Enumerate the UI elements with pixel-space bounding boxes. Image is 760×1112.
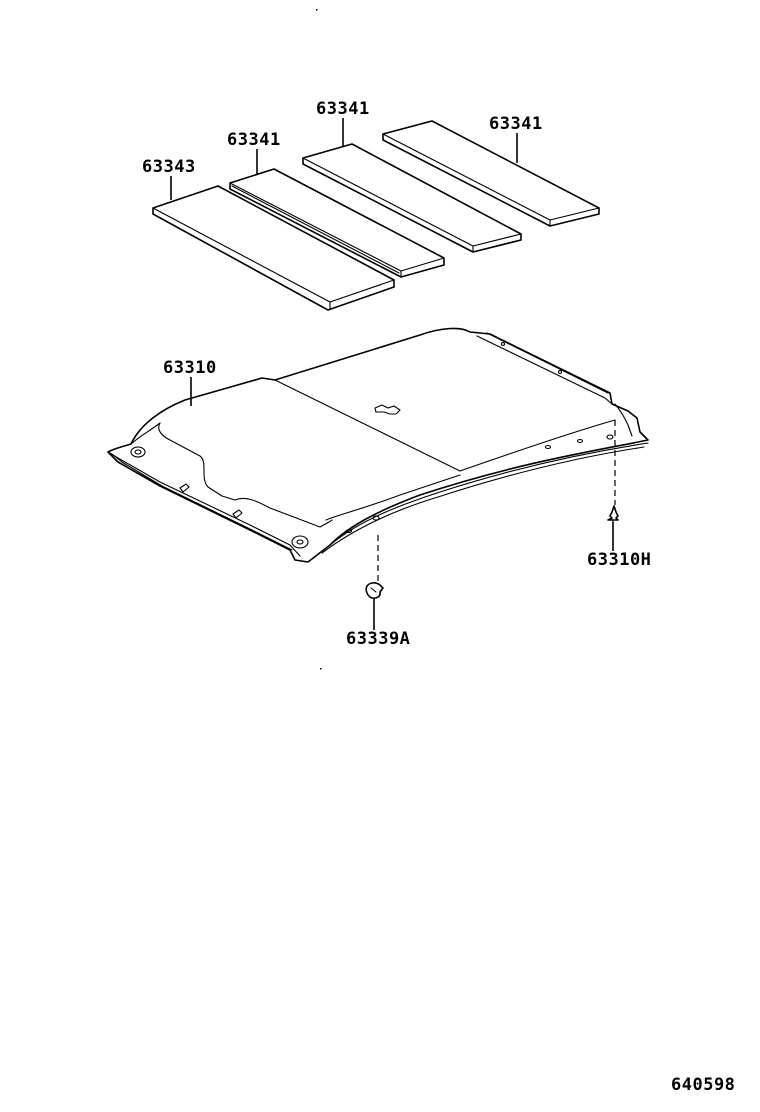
part-label-63310[interactable]: 63310 <box>163 358 217 378</box>
part-label-63341-rear[interactable]: 63341 <box>489 114 543 134</box>
clip-63310H-icon[interactable] <box>607 505 619 525</box>
silencer-pad-63341-2[interactable] <box>229 168 445 278</box>
clip-63339A-icon[interactable] <box>365 582 384 599</box>
part-label-63341-3[interactable]: 63341 <box>316 99 370 119</box>
part-label-63310H[interactable]: 63310H <box>587 550 652 570</box>
silencer-pad-63343[interactable] <box>152 185 395 311</box>
part-label-63341-2[interactable]: 63341 <box>227 130 281 150</box>
roof-headlining-63310[interactable] <box>107 327 649 563</box>
scan-speck <box>320 668 322 670</box>
silencer-pad-63341-3[interactable] <box>302 143 522 253</box>
part-label-63343[interactable]: 63343 <box>142 157 196 177</box>
silencer-pad-63341-rear[interactable] <box>382 120 600 227</box>
scan-speck <box>316 9 318 11</box>
part-label-63339A[interactable]: 63339A <box>346 629 411 649</box>
figure-code: 640598 <box>671 1075 736 1095</box>
